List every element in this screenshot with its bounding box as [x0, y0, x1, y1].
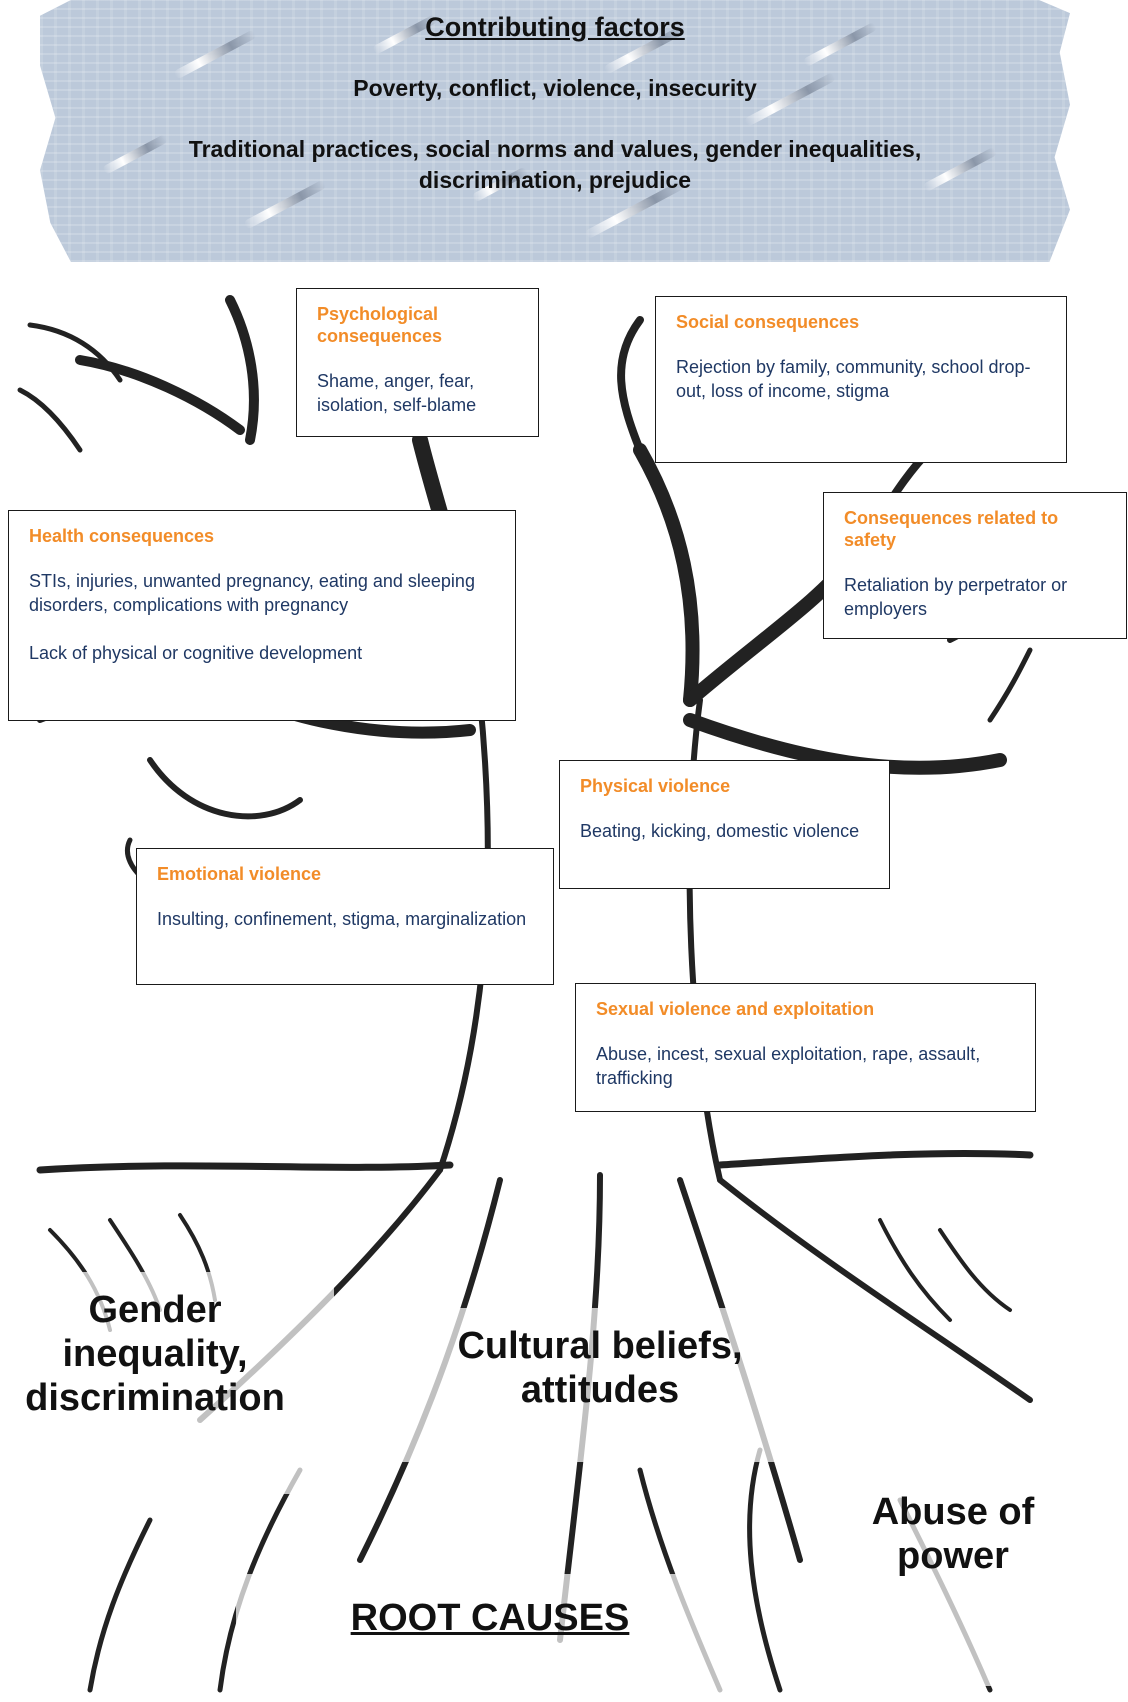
safety-consequences-text: Retaliation by perpetrator or employers [844, 573, 1108, 621]
emotional-violence-title: Emotional violence [157, 863, 535, 885]
social-consequences-text: Rejection by family, community, school d… [676, 355, 1048, 403]
psychological-consequences-box: Psychological consequences Shame, anger,… [296, 288, 539, 437]
root-causes-label: ROOT CAUSES [236, 1596, 744, 1640]
safety-consequences-title: Consequences related to safety [844, 507, 1108, 551]
health-consequences-text2: Lack of physical or cognitive developmen… [29, 641, 497, 665]
psychological-consequences-title: Psychological consequences [317, 303, 520, 347]
physical-violence-title: Physical violence [580, 775, 871, 797]
health-consequences-box: Health consequences STIs, injuries, unwa… [8, 510, 516, 721]
physical-violence-box: Physical violence Beating, kicking, dome… [559, 760, 890, 889]
physical-violence-text: Beating, kicking, domestic violence [580, 819, 871, 843]
emotional-violence-box: Emotional violence Insulting, confinemen… [136, 848, 554, 985]
health-consequences-title: Health consequences [29, 525, 497, 547]
safety-consequences-box: Consequences related to safety Retaliati… [823, 492, 1127, 639]
health-consequences-text: STIs, injuries, unwanted pregnancy, eati… [29, 569, 497, 617]
gender-inequality-label: Gender inequality, discrimination [0, 1288, 310, 1420]
sexual-violence-text: Abuse, incest, sexual exploitation, rape… [596, 1042, 1017, 1090]
abuse-of-power-label: Abuse of power [850, 1490, 1056, 1578]
sexual-violence-box: Sexual violence and exploitation Abuse, … [575, 983, 1036, 1112]
social-consequences-title: Social consequences [676, 311, 1048, 333]
sexual-violence-title: Sexual violence and exploitation [596, 998, 1017, 1020]
psychological-consequences-text: Shame, anger, fear, isolation, self-blam… [317, 369, 520, 417]
social-consequences-box: Social consequences Rejection by family,… [655, 296, 1067, 463]
emotional-violence-text: Insulting, confinement, stigma, marginal… [157, 907, 535, 931]
cultural-beliefs-label: Cultural beliefs, attitudes [410, 1324, 790, 1412]
